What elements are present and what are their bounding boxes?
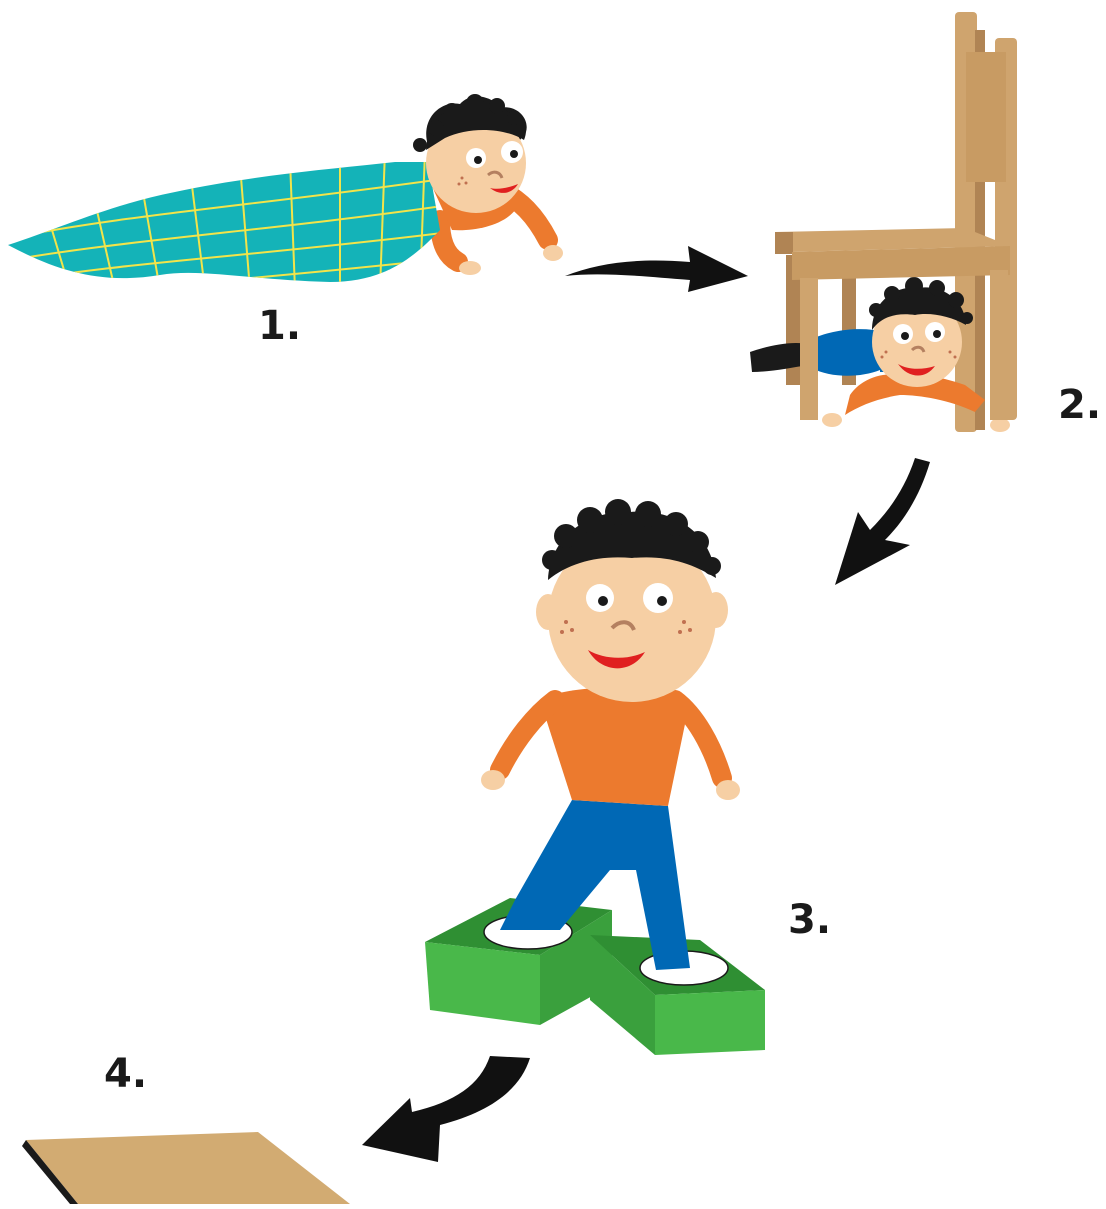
scene-3-boy-head [536,499,728,702]
step-3-label: 3. [788,900,831,940]
chair-leg [800,278,818,420]
scene-1-blanket [0,150,450,306]
green-blocks [425,898,765,1055]
scene-4-board [22,1132,350,1204]
step-4-label: 4. [104,1054,147,1094]
arrow-1-to-2 [565,246,748,292]
scene-2-chair-crawl [750,12,1017,432]
step-2-label: 2. [1058,385,1101,425]
step-1-label: 1. [258,306,301,346]
arrow-2-to-3 [835,458,930,585]
scene-1-blanket-crawl [0,94,563,306]
scene-3-stepping-blocks [425,499,765,1055]
scene-3-shirt [481,688,740,806]
arrow-3-to-4 [362,1056,530,1162]
chair-leg [990,270,1008,420]
chair-seat [775,228,1010,280]
